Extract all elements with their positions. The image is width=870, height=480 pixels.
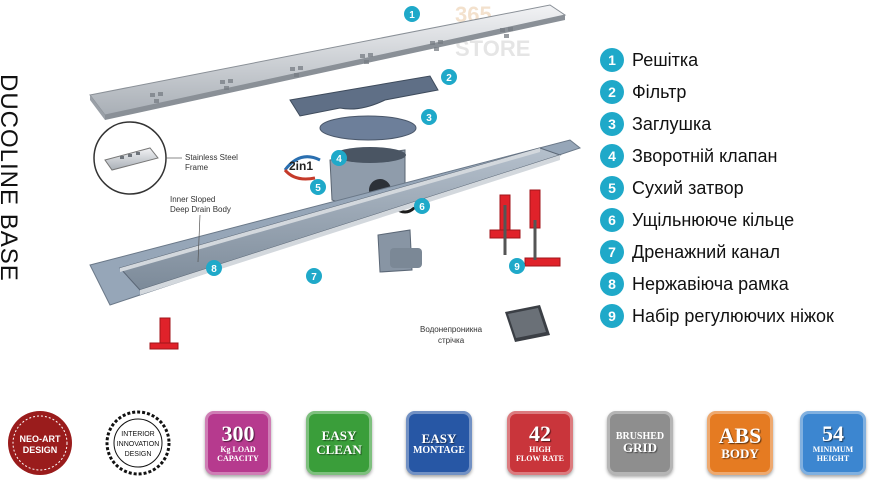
svg-text:6: 6 <box>419 202 425 213</box>
legend-number: 8 <box>600 272 624 296</box>
parts-legend: 1 Решітка 2 Фільтр 3 Заглушка 4 Зворотній кл… <box>600 44 865 332</box>
legend-number: 2 <box>600 80 624 104</box>
legend-item-2: 2 Фільтр <box>600 76 865 108</box>
svg-text:3: 3 <box>426 113 432 124</box>
badge-load-sub2: CAPACITY <box>217 454 259 463</box>
legend-number: 4 <box>600 144 624 168</box>
svg-text:4: 4 <box>336 154 342 165</box>
badge-abs-sub: BODY <box>721 446 759 461</box>
legend-label: Набір регулюючих ніжок <box>632 305 834 326</box>
svg-text:7: 7 <box>311 272 317 283</box>
marker-7: 7 <box>306 268 322 284</box>
exploded-drain-illustration: 365 STORE 2in1 <box>89 2 582 350</box>
badge-grid-sub: GRID <box>623 439 657 455</box>
legend-number: 9 <box>600 304 624 328</box>
badge-easy-montage: EASY MONTAGE <box>406 411 472 475</box>
badge-easy-clean: EASY CLEAN <box>306 411 372 475</box>
badge-load-sub: Kg LOAD <box>220 445 256 454</box>
legend-item-1: 1 Решітка <box>600 44 865 76</box>
svg-text:8: 8 <box>211 264 217 275</box>
tape-callout-line2: стрічка <box>438 336 465 345</box>
legend-label: Дренажний канал <box>632 241 780 262</box>
body-callout-line2: Deep Drain Body <box>170 205 231 214</box>
badge-flow-big: 42 <box>529 421 551 446</box>
grate <box>89 4 567 120</box>
neo-art-design-seal: NEO-ART DESIGN <box>8 411 72 475</box>
two-in-one-label: 2in1 <box>289 159 313 173</box>
legend-number: 3 <box>600 112 624 136</box>
legend-item-3: 3 Заглушка <box>600 108 865 140</box>
interior-line2: INNOVATION <box>117 441 160 448</box>
legend-label: Фільтр <box>632 81 687 102</box>
badge-montage-big: EASY <box>421 430 457 446</box>
two-in-one-arrow-icon: 2in1 <box>283 155 321 181</box>
interior-line1: INTERIOR <box>121 431 154 438</box>
badge-abs-body: ABS BODY <box>707 411 773 475</box>
badge-clean-sub: CLEAN <box>316 442 362 457</box>
badge-height-big: 54 <box>822 421 844 446</box>
badge-abs-big: ABS <box>718 423 762 448</box>
badge-load-big: 300 <box>221 421 255 446</box>
svg-text:2: 2 <box>446 73 452 84</box>
legend-item-7: 7 Дренажний канал <box>600 236 865 268</box>
badge-clean-big: EASY <box>321 428 357 443</box>
legend-item-6: 6 Ущільнююче кільце <box>600 204 865 236</box>
filter <box>289 75 439 117</box>
feature-badges: NEO-ART DESIGN INTERIOR INNOVATION DESIG… <box>0 405 870 480</box>
neo-art-line2: DESIGN <box>23 445 58 455</box>
cap <box>319 115 417 141</box>
neo-art-line1: NEO-ART <box>20 434 61 444</box>
badge-high-flow-rate: 42 HIGH FLOW RATE <box>507 411 573 475</box>
marker-4: 4 <box>331 150 347 166</box>
interior-line3: DESIGN <box>125 451 152 458</box>
badge-minimum-height: 54 MINIMUM HEIGHT <box>800 411 866 475</box>
legend-item-4: 4 Зворотній клапан <box>600 140 865 172</box>
frame-callout-line2: Frame <box>185 163 209 172</box>
marker-6: 6 <box>414 198 430 214</box>
badge-load-capacity: 300 Kg LOAD CAPACITY <box>205 411 271 475</box>
marker-9: 9 <box>509 258 525 274</box>
body-callout-line1: Inner Sloped <box>170 195 215 204</box>
legend-label: Зворотній клапан <box>632 145 778 166</box>
frame-callout-line1: Stainless Steel <box>185 153 238 162</box>
badge-height-sub: MINIMUM <box>812 445 854 454</box>
marker-3: 3 <box>421 109 437 125</box>
frame-detail-inset <box>93 121 167 195</box>
legend-number: 5 <box>600 176 624 200</box>
marker-1: 1 <box>404 6 420 22</box>
product-title: DUCOLINE BASE <box>0 74 22 282</box>
badge-flow-sub: HIGH <box>529 445 551 454</box>
tape-callout-line1: Водонепроникна <box>420 325 483 334</box>
badge-brushed-grid: BRUSHED GRID <box>607 411 673 475</box>
marker-2: 2 <box>441 69 457 85</box>
legend-number: 1 <box>600 48 624 72</box>
badge-grid-big: BRUSHED <box>615 430 665 442</box>
legend-number: 6 <box>600 208 624 232</box>
legend-label: Сухий затвор <box>632 177 744 198</box>
interior-innovation-design-seal: INTERIOR INNOVATION DESIGN <box>105 410 171 476</box>
legend-label: Заглушка <box>632 113 712 134</box>
svg-text:1: 1 <box>409 10 415 21</box>
legend-item-8: 8 Нержавіюча рамка <box>600 268 865 300</box>
badge-flow-sub2: FLOW RATE <box>516 454 564 463</box>
legend-item-5: 5 Сухий затвор <box>600 172 865 204</box>
marker-5: 5 <box>310 179 326 195</box>
legend-label: Нержавіюча рамка <box>632 273 789 294</box>
marker-8: 8 <box>206 260 222 276</box>
svg-text:9: 9 <box>514 262 520 273</box>
legend-number: 7 <box>600 240 624 264</box>
svg-text:5: 5 <box>315 183 321 194</box>
waterproof-tape <box>505 305 550 342</box>
legend-label: Решітка <box>632 49 699 70</box>
badge-montage-sub: MONTAGE <box>412 444 466 456</box>
legend-label: Ущільнююче кільце <box>632 209 795 230</box>
legend-item-9: 9 Набір регулюючих ніжок <box>600 300 865 332</box>
badge-height-sub2: HEIGHT <box>816 454 850 463</box>
